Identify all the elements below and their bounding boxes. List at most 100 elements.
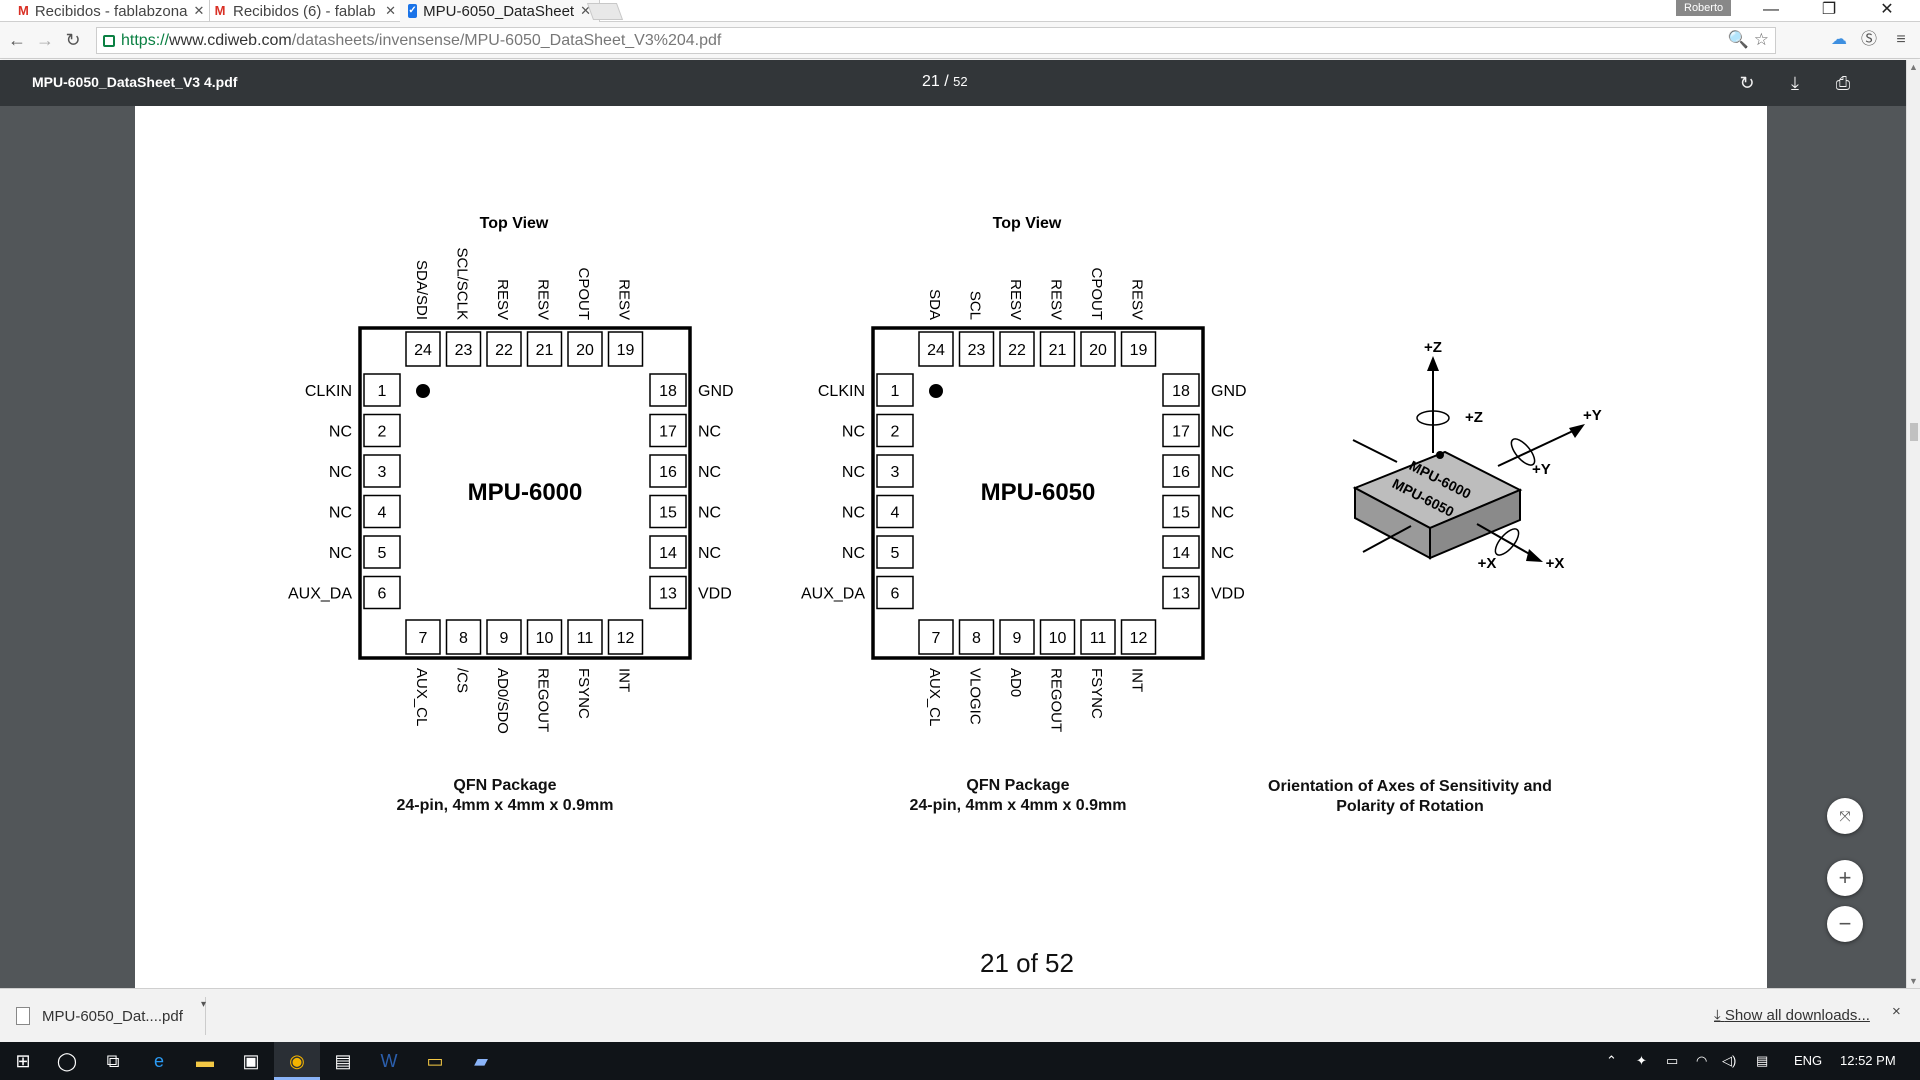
tray-chevron-icon[interactable]: ⌃ — [1606, 1053, 1617, 1068]
windows-start-icon[interactable]: ⊞ — [15, 1051, 31, 1071]
page-label: 21 of 52 — [980, 948, 1074, 978]
pin-name: NC — [1211, 545, 1234, 562]
pin-number: 6 — [378, 586, 387, 603]
file-explorer-icon[interactable]: ▬ — [196, 1051, 214, 1071]
tab-strip: M Recibidos - fablabzona ✕ M Recibidos (… — [0, 0, 1920, 22]
tab-close-icon[interactable]: ✕ — [580, 3, 591, 18]
show-all-downloads-link[interactable]: ⤓ Show all downloads... — [1714, 1007, 1870, 1024]
chrome-icon[interactable]: ◉ — [274, 1042, 320, 1080]
profile-badge[interactable]: Roberto — [1676, 0, 1732, 16]
current-page-input[interactable]: 21 — [922, 73, 940, 90]
pin-box — [649, 575, 687, 610]
pin-name: RESV — [1048, 279, 1065, 320]
axis-label: +Y — [1583, 407, 1602, 424]
pin-name: NC — [1211, 505, 1234, 522]
pin-box — [876, 575, 914, 610]
pin-box — [649, 494, 687, 529]
address-bar[interactable]: https:// www.cdiweb.com /datasheets/inve… — [96, 27, 1776, 54]
pin-number: 16 — [659, 464, 677, 481]
pin-name: FSYNC — [575, 668, 592, 719]
pin-name: NC — [842, 424, 865, 441]
app-icon[interactable]: ▤ — [334, 1051, 352, 1071]
x-arrowhead — [1526, 549, 1543, 562]
tab-pdf-active[interactable]: ✓ MPU-6050_DataSheet ✕ — [400, 0, 600, 22]
edge-icon[interactable]: e — [153, 1051, 164, 1071]
pin-number: 6 — [891, 586, 900, 603]
pin-number: 13 — [1172, 586, 1190, 603]
pin-name: NC — [698, 424, 721, 441]
close-window-button[interactable]: ✕ — [1880, 1, 1894, 18]
tab-gmail-1[interactable]: M Recibidos - fablabzona ✕ — [10, 0, 210, 22]
pin-name: AD0 — [1007, 668, 1024, 697]
rotate-icon[interactable]: ↻ — [1739, 73, 1755, 93]
pin-number: 19 — [617, 342, 635, 359]
pin-number: 19 — [1130, 342, 1148, 359]
store-icon[interactable]: ▣ — [242, 1051, 260, 1071]
pin-number: 22 — [1008, 342, 1026, 359]
show-all-label: Show all downloads... — [1724, 1007, 1870, 1024]
pin-name: SCL — [967, 291, 984, 320]
pin-name: REGOUT — [535, 668, 552, 732]
close-shelf-button[interactable]: × — [1892, 1003, 1901, 1020]
dropbox-icon[interactable]: ✦ — [1636, 1053, 1647, 1068]
clock[interactable]: 12:52 PM — [1840, 1053, 1896, 1068]
scroll-up-icon[interactable]: ▲ — [1909, 62, 1918, 72]
wifi-icon[interactable]: ◠ — [1696, 1053, 1708, 1068]
menu-icon[interactable]: ≡ — [1896, 31, 1906, 48]
download-filename: MPU-6050_Dat....pdf — [42, 1007, 183, 1025]
battery-icon[interactable]: ▭ — [1666, 1053, 1679, 1068]
pin-box — [363, 413, 401, 448]
scrollbar-thumb[interactable] — [1910, 423, 1918, 441]
pin-name: NC — [842, 545, 865, 562]
pin-number: 2 — [891, 424, 900, 441]
download-icon[interactable]: ⤓ — [1791, 73, 1799, 93]
forward-arrow-icon[interactable]: → — [36, 30, 54, 50]
tab-close-icon[interactable]: ✕ — [193, 3, 205, 18]
app-icon[interactable]: ▰ — [474, 1051, 488, 1071]
pin-number: 15 — [659, 505, 677, 522]
scroll-down-icon[interactable]: ▼ — [1909, 976, 1918, 986]
folder-icon[interactable]: ▭ — [426, 1051, 444, 1071]
zoom-star-icons[interactable]: 🔍 ☆ — [1727, 30, 1769, 49]
cortana-search-icon[interactable]: ◯ — [56, 1051, 78, 1071]
task-view-icon[interactable]: ⧉ — [106, 1051, 120, 1071]
volume-icon[interactable]: ◁) — [1722, 1053, 1737, 1068]
notification-icon[interactable]: ▤ — [1756, 1053, 1769, 1068]
minimize-button[interactable]: — — [1763, 1, 1779, 18]
pin-box — [876, 535, 914, 569]
vertical-scrollbar[interactable]: ▲ ▼ — [1906, 60, 1920, 988]
fit-page-button[interactable]: ⤧ — [1827, 798, 1863, 834]
tab-close-icon[interactable]: ✕ — [385, 3, 396, 18]
pin-name: CLKIN — [305, 383, 352, 400]
pin-number: 2 — [378, 424, 387, 441]
reload-icon[interactable]: ↻ — [65, 30, 81, 50]
pin-box — [876, 454, 914, 488]
cloud-extension-icon[interactable]: ☁ — [1831, 31, 1847, 48]
pin-name: RESV — [1007, 279, 1024, 320]
pin-number: 21 — [1049, 342, 1067, 359]
tab-gmail-2[interactable]: M Recibidos (6) - fablab ✕ — [205, 0, 405, 22]
new-tab-button[interactable] — [586, 3, 624, 20]
pin-number: 17 — [659, 424, 677, 441]
pin-name: GND — [698, 383, 734, 400]
zoom-out-button[interactable]: − — [1827, 906, 1863, 942]
pin-box — [1162, 575, 1200, 610]
chevron-down-icon[interactable]: ▾ — [200, 999, 206, 1010]
axis-label: +X — [1478, 555, 1497, 572]
back-arrow-icon[interactable]: ← — [8, 30, 26, 50]
word-icon[interactable]: W — [380, 1051, 398, 1071]
language-indicator[interactable]: ENG — [1794, 1053, 1823, 1068]
restore-button[interactable]: ❐ — [1821, 1, 1837, 18]
pin-box — [1162, 454, 1200, 488]
skype-extension-icon[interactable]: Ⓢ — [1860, 31, 1877, 48]
pin-box — [1162, 373, 1200, 407]
tab-title: MPU-6050_DataSheet — [423, 2, 575, 20]
print-icon[interactable]: ⎙ — [1835, 73, 1851, 93]
download-item[interactable]: MPU-6050_Dat....pdf ▾ — [8, 997, 206, 1035]
tab-title: Recibidos (6) - fablab — [233, 2, 376, 20]
url-path: /datasheets/invensense/MPU-6050_DataShee… — [291, 31, 722, 49]
pin-number: 5 — [891, 545, 900, 562]
zoom-in-button[interactable]: + — [1827, 860, 1863, 896]
